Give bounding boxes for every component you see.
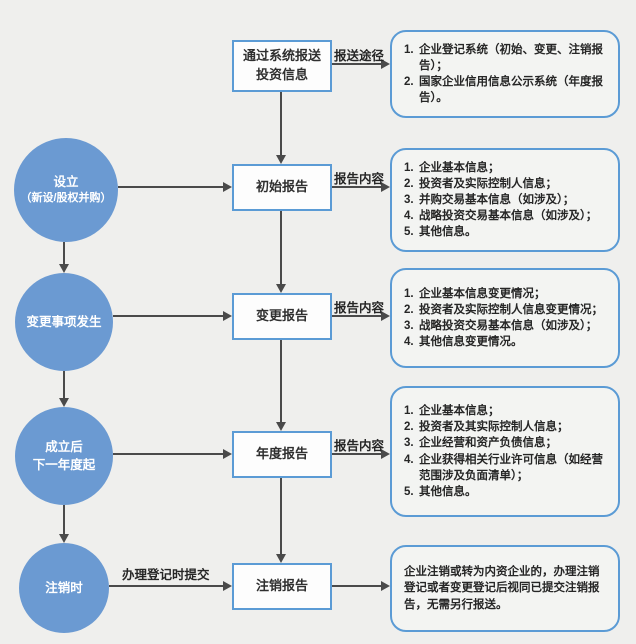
detail-box-deregistration-note: 企业注销或转为内资企业的，办理注销登记或者变更登记后视同已提交注销报告，无需另行… xyxy=(390,545,620,632)
list-item-text: 企业基本信息； xyxy=(419,161,500,174)
list-item-text: 其他信息变更情况。 xyxy=(419,336,523,349)
process-box-label: 投资信息 xyxy=(255,67,308,82)
detail-box-submission-channels: 1. 企业登记系统（初始、变更、注销报告）； 2. 国家企业信用信息公示系统（年… xyxy=(390,30,620,118)
list-item-number: 5. xyxy=(404,226,414,239)
list-item-text: 企业登记系统（初始、变更、注销报告）； xyxy=(419,43,603,72)
arrow-label-report-content-annual: 报告内容 xyxy=(334,439,385,453)
arrow-system-to-initial xyxy=(276,92,286,164)
list-item: 2. 投资者及实际控制人信息； xyxy=(404,176,606,192)
list-item-number: 3. xyxy=(404,437,414,450)
list-item-number: 2. xyxy=(404,303,414,316)
list-item-number: 1. xyxy=(404,405,414,418)
stage-label: 设立 xyxy=(53,174,79,189)
list-item-text: 并购交易基本信息（如涉及）； xyxy=(419,193,575,206)
stage-label: 变更事项发生 xyxy=(26,314,102,329)
list-item-text: 企业经营和资产负债信息； xyxy=(419,437,557,450)
list-item: 2. 国家企业信用信息公示系统（年度报告）。 xyxy=(404,74,606,106)
list-item: 2. 投资者及实际控制人信息变更情况； xyxy=(404,302,606,318)
stage-circle-deregistration: 注销时 xyxy=(19,543,109,633)
list-item-number: 5. xyxy=(404,485,414,498)
list-item: 5. 其他信息。 xyxy=(404,224,606,240)
stage-label: 成立后 xyxy=(45,439,83,454)
stage-circle-establishment: 设立 （新设/股权并购） xyxy=(14,138,118,242)
arrow-deregistration-time-to-deregistration-report xyxy=(109,581,232,591)
list-item-text: 企业获得相关行业许可信息（如经营范围涉及负面清单）； xyxy=(419,453,603,482)
arrow-annual-to-deregistration xyxy=(276,478,286,563)
arrow-label-submit-at-registration: 办理登记时提交 xyxy=(122,568,210,582)
list-item: 1. 企业基本信息； xyxy=(404,160,606,176)
process-box-annual-report: 年度报告 xyxy=(232,431,332,478)
process-box-label: 初始报告 xyxy=(255,179,308,195)
list-item-number: 1. xyxy=(404,161,414,174)
process-box-label: 变更报告 xyxy=(255,308,308,324)
list-item: 3. 战略投资交易基本信息（如涉及）； xyxy=(404,318,606,334)
arrow-change-report-to-content xyxy=(332,311,390,321)
arrow-initial-to-change xyxy=(276,211,286,293)
process-box-initial-report: 初始报告 xyxy=(232,164,332,211)
list-item: 1. 企业基本信息变更情况； xyxy=(404,286,606,302)
list-item-text: 国家企业信用信息公示系统（年度报告）。 xyxy=(419,76,603,105)
stage-circle-change-event: 变更事项发生 xyxy=(15,273,113,371)
stage-sublabel: （新设/股权并购） xyxy=(20,192,112,205)
list-item: 4. 其他信息变更情况。 xyxy=(404,334,606,350)
list-item-text: 战略投资交易基本信息（如涉及）； xyxy=(419,210,598,223)
stage-sublabel: 下一年度起 xyxy=(32,458,96,472)
stage-circle-next-year-after-establishment: 成立后 下一年度起 xyxy=(15,407,113,505)
list-item: 5. 其他信息。 xyxy=(404,484,606,500)
list-item-number: 4. xyxy=(404,210,414,223)
arrow-change-event-to-next-year xyxy=(59,371,69,407)
detail-box-annual-report-content: 1. 企业基本信息； 2. 投资者及其实际控制人信息； 3. 企业经营和资产负债… xyxy=(390,386,620,517)
list-item-number: 1. xyxy=(404,43,414,56)
list-item: 4. 企业获得相关行业许可信息（如经营范围涉及负面清单）； xyxy=(404,452,606,484)
arrow-system-to-channels xyxy=(332,59,390,69)
list-item-text: 战略投资交易基本信息（如涉及）； xyxy=(419,320,598,332)
process-box-deregistration-report: 注销报告 xyxy=(232,563,332,610)
deregistration-note-text: 企业注销或转为内资企业的，办理注销登记或者变更登记后视同已提交注销报告，无需另行… xyxy=(404,566,600,611)
list-item-number: 4. xyxy=(404,336,414,349)
arrow-next-year-to-annual-report xyxy=(113,449,232,459)
list-item-text: 其他信息。 xyxy=(419,485,477,498)
list-item-number: 2. xyxy=(404,421,414,434)
arrow-label-report-content-initial: 报告内容 xyxy=(334,172,385,186)
list-item: 3. 企业经营和资产负债信息； xyxy=(404,435,606,451)
list-item: 4. 战略投资交易基本信息（如涉及）； xyxy=(404,208,606,224)
arrow-label-report-content-change: 报告内容 xyxy=(334,301,385,315)
list-item-text: 企业基本信息； xyxy=(419,405,500,418)
list-item-number: 3. xyxy=(404,320,414,332)
process-box-label: 通过系统报送 xyxy=(242,48,321,64)
process-box-label: 年度报告 xyxy=(255,446,308,462)
list-item-number: 1. xyxy=(404,287,414,300)
list-item-text: 投资者及实际控制人信息； xyxy=(419,177,557,190)
stage-label: 注销时 xyxy=(45,580,83,595)
list-item-number: 3. xyxy=(404,193,414,206)
process-box-label: 注销报告 xyxy=(255,578,308,594)
arrow-annual-report-to-content xyxy=(332,449,390,459)
list-item: 3. 并购交易基本信息（如涉及）； xyxy=(404,192,606,208)
arrow-initial-report-to-content xyxy=(332,182,390,192)
list-item: 1. 企业登记系统（初始、变更、注销报告）； xyxy=(404,42,606,74)
arrow-next-year-to-deregistration-time xyxy=(59,505,69,543)
detail-box-initial-report-content: 1. 企业基本信息； 2. 投资者及实际控制人信息； 3. 并购交易基本信息（如… xyxy=(390,148,620,252)
arrow-establishment-to-initial-report xyxy=(118,182,232,192)
list-item-number: 2. xyxy=(404,177,414,190)
list-item-text: 投资者及其实际控制人信息； xyxy=(419,421,569,434)
list-item-text: 投资者及实际控制人信息变更情况； xyxy=(419,303,603,316)
list-item-number: 2. xyxy=(404,76,414,88)
list-item: 2. 投资者及其实际控制人信息； xyxy=(404,419,606,435)
detail-box-change-report-content: 1. 企业基本信息变更情况； 2. 投资者及实际控制人信息变更情况； 3. 战略… xyxy=(390,268,620,368)
list-item-number: 4. xyxy=(404,453,414,466)
arrow-change-to-annual xyxy=(276,340,286,431)
process-box-change-report: 变更报告 xyxy=(232,293,332,340)
arrow-label-submission-channel: 报送途径 xyxy=(334,49,385,63)
list-item: 1. 企业基本信息； xyxy=(404,403,606,419)
list-item-text: 其他信息。 xyxy=(419,226,477,239)
arrow-change-event-to-change-report xyxy=(113,311,232,321)
list-item-text: 企业基本信息变更情况； xyxy=(419,287,546,300)
arrow-deregistration-report-to-note xyxy=(332,581,390,591)
arrow-establishment-to-change-event xyxy=(59,242,69,273)
process-box-submit-via-system: 通过系统报送 投资信息 xyxy=(232,40,332,92)
